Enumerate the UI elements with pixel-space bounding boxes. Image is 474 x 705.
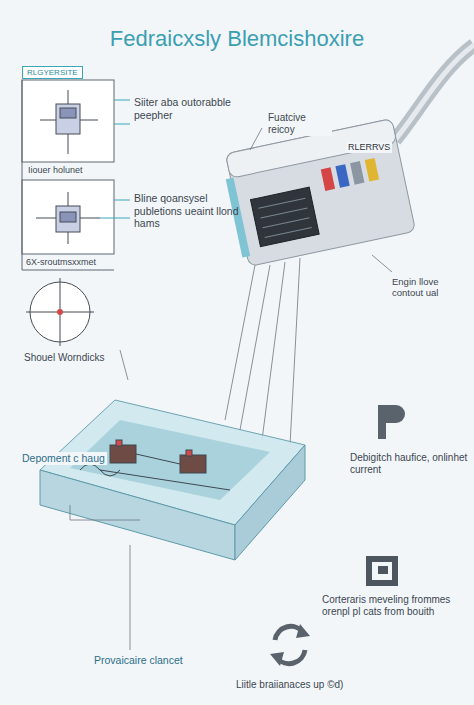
diagram-title: Fedraicxsly Blemcishoxire xyxy=(0,26,474,52)
tag-text: RLGYERSITE xyxy=(27,68,78,77)
part-label: Provaicaire clancet xyxy=(92,654,185,667)
part-label: RLERRVS xyxy=(346,142,392,153)
part-label: Fuatcive reicoy xyxy=(266,112,332,136)
part-label: Debigitch haufice, onlinhet current xyxy=(350,452,468,476)
part-label: Engin llove contout ual xyxy=(390,276,470,299)
part-label: Liitle braiianaces up ©d) xyxy=(236,679,343,691)
part-label: 6X-sroutmsxxmet xyxy=(26,257,96,268)
part-label: Iiouer holunet xyxy=(28,165,83,176)
part-label: Corteraris meveling frommes orenpl pl ca… xyxy=(322,594,470,618)
part-label: Shouel Worndicks xyxy=(24,352,104,364)
part-label: Bline qoansysel publetions ueaint llond … xyxy=(134,192,256,230)
part-label: Depoment c haug xyxy=(20,452,107,465)
part-label: Siiter aba outorabble peepher xyxy=(134,96,252,121)
tag-box: RLGYERSITE xyxy=(22,66,83,79)
